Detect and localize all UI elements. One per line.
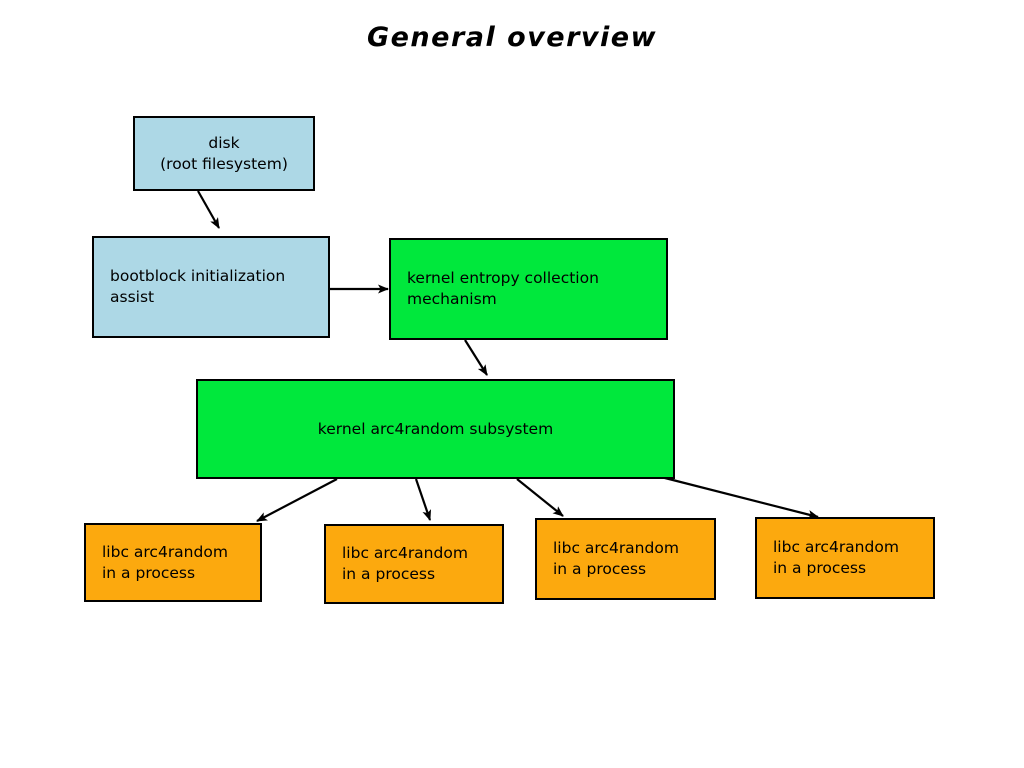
node-libc-3-label: libc arc4random in a process (553, 539, 679, 578)
page-title: General overview (366, 22, 658, 53)
node-libc-1-label: libc arc4random in a process (102, 542, 228, 582)
node-bootblock-initialization-assist[interactable]: bootblock initialization assist (92, 236, 330, 338)
node-libc-4-label: libc arc4random in a process (773, 538, 899, 577)
node-bootblock-label: bootblock initialization assist (110, 267, 286, 306)
node-libc-arc4random-1[interactable]: libc arc4random in a process (84, 523, 262, 602)
node-kernel-entropy-collection-mechanism[interactable]: kernel entropy collection mechanism (389, 238, 668, 340)
node-disk-label: disk (root filesystem) (160, 133, 288, 173)
node-libc-arc4random-4[interactable]: libc arc4random in a process (755, 517, 935, 599)
edge-arc4random-to-libc1 (256, 478, 338, 522)
node-disk[interactable]: disk (root filesystem) (133, 116, 315, 191)
edge-arc4random-to-libc4 (660, 475, 819, 519)
edge-entropy-to-arc4random (464, 339, 488, 376)
edge-arc4random-to-libc3 (516, 478, 564, 517)
edge-arc4random-to-libc2 (414, 478, 432, 521)
edge-disk-to-bootblock (197, 190, 220, 229)
node-kernel-arc4random-subsystem[interactable]: kernel arc4random subsystem (196, 379, 675, 479)
node-libc-2-label: libc arc4random in a process (342, 544, 468, 583)
node-libc-arc4random-3[interactable]: libc arc4random in a process (535, 518, 716, 600)
node-arc4random-label: kernel arc4random subsystem (317, 419, 554, 438)
node-libc-arc4random-2[interactable]: libc arc4random in a process (324, 524, 504, 604)
node-entropy-label: kernel entropy collection mechanism (407, 269, 599, 308)
